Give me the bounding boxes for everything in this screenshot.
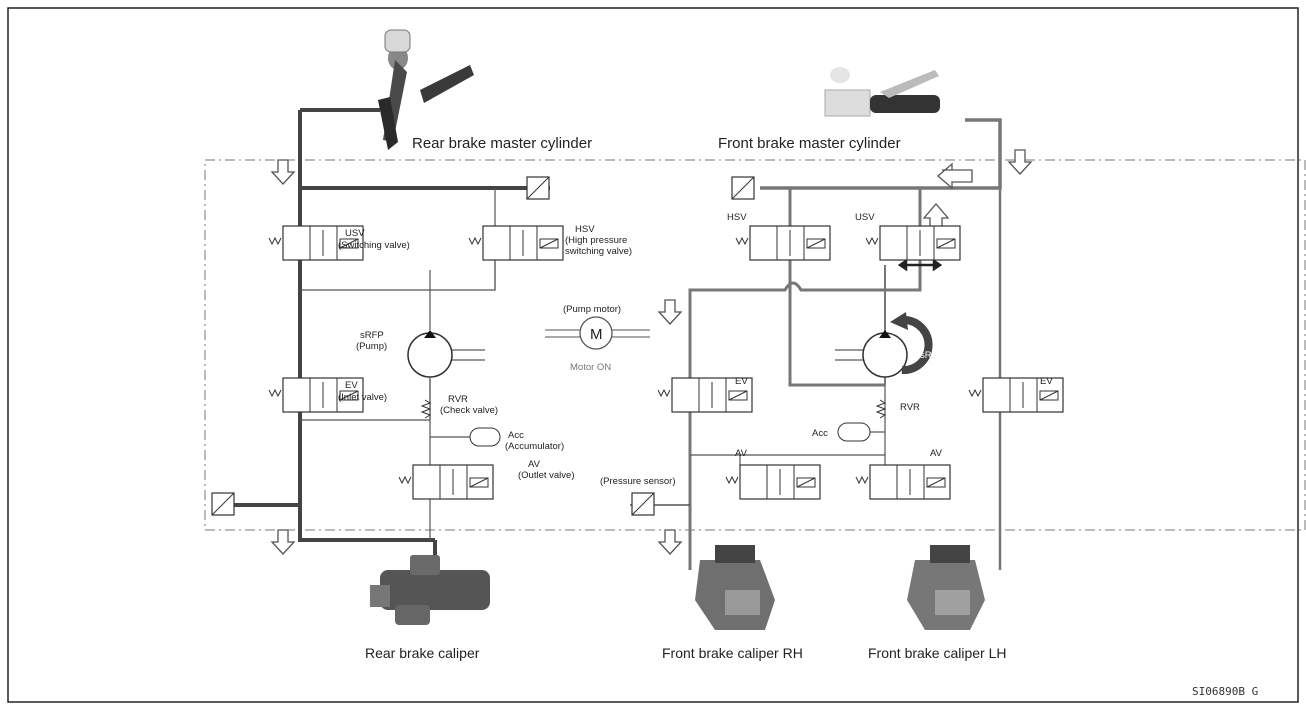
rear-caliper-image [370,555,490,625]
svg-text:(Inlet valve): (Inlet valve) [338,392,387,403]
front-caliper-lh-label: Front brake caliper LH [868,645,1007,661]
pressure-sensor-label: (Pressure sensor) [600,476,676,487]
rear-caliper-label: Rear brake caliper [365,645,480,661]
svg-text:(Outlet valve): (Outlet valve) [518,470,575,481]
svg-text:Acc: Acc [812,428,828,439]
rear-master-pressure-sensor [526,176,550,200]
rear-rvr-spring [420,399,432,419]
svg-text:(High pressure: (High pressure [565,235,627,246]
svg-text:AV: AV [528,459,541,470]
rear-av-valve [398,464,494,500]
hydraulic-unit-boundary [204,159,1306,531]
pump-motor: (Pump motor) M Motor ON [545,304,650,373]
svg-text:EV: EV [735,376,748,387]
front-caliper-lh-image [907,545,985,630]
front-caliper-pressure-sensor [631,492,655,516]
front-lh-av-valve [855,464,951,500]
svg-text:HSV: HSV [727,212,747,223]
svg-text:(Switching valve): (Switching valve) [338,240,410,251]
svg-text:EV: EV [1040,376,1053,387]
front-caliper-rh-image [695,545,775,630]
rear-accumulator [469,427,501,447]
svg-text:(Pump motor): (Pump motor) [563,304,621,315]
front-circuit: Front brake master cylinder (Pressure se… [600,67,1064,661]
front-master-pressure-sensor [731,176,755,200]
svg-text:AV: AV [930,448,943,459]
svg-text:(Pump): (Pump) [356,341,387,352]
svg-text:RVR: RVR [448,394,468,405]
front-rh-av-valve [725,464,821,500]
svg-text:HSV: HSV [575,224,595,235]
motor-on-label: Motor ON [570,362,611,373]
front-hsv-valve [735,225,831,261]
outer-border [7,7,1299,703]
svg-text:RVR: RVR [900,402,920,413]
rear-pump [407,330,485,378]
front-caliper-rh-label: Front brake caliper RH [662,645,803,661]
svg-text:sRFP: sRFP [920,350,944,361]
svg-text:Acc: Acc [508,430,524,441]
return-flow-arrow [937,162,973,190]
front-usv-valve [865,225,961,261]
svg-text:(Check valve): (Check valve) [440,405,498,416]
rear-caliper-pressure-sensor [211,492,235,516]
svg-text:AV: AV [735,448,748,459]
front-master-cylinder-image [824,67,940,117]
figure-code: SI06890B G [1192,685,1258,698]
rear-circuit: Rear brake master cylinder USV (Switchin… [211,29,632,661]
front-accumulator [837,422,871,442]
front-pump [835,312,933,378]
motor-symbol: M [590,326,603,343]
svg-text:USV: USV [345,228,365,239]
svg-text:(Accumulator): (Accumulator) [505,441,564,452]
svg-text:switching valve): switching valve) [565,246,632,257]
svg-text:EV: EV [345,380,358,391]
front-rvr-spring [875,399,887,419]
svg-text:USV: USV [855,212,875,223]
front-master-label: Front brake master cylinder [718,135,901,152]
rear-master-label: Rear brake master cylinder [412,135,592,152]
valve-shift-arrow [897,258,943,272]
rear-master-cylinder-image [378,29,474,150]
svg-text:sRFP: sRFP [360,330,384,341]
rear-hsv-valve [468,225,564,261]
